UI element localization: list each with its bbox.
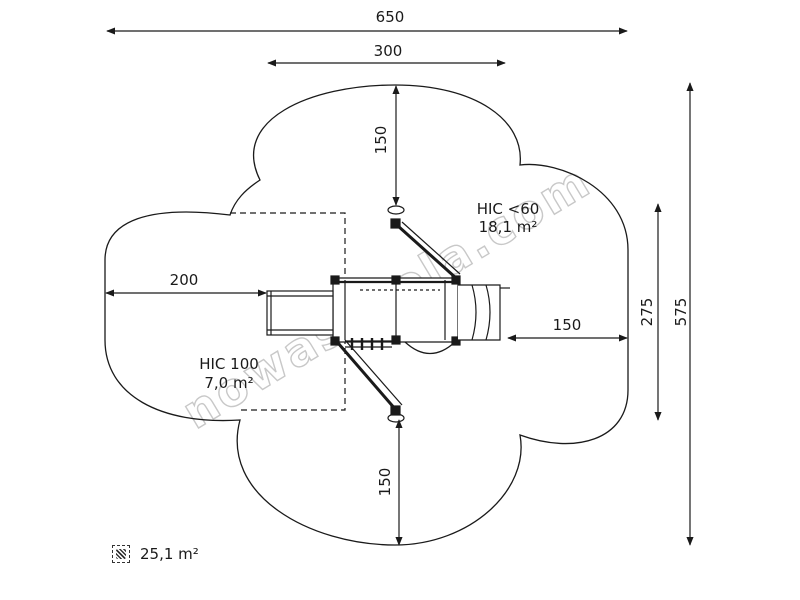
dim-label-total-height: 575 <box>672 298 690 327</box>
play-equipment <box>266 205 510 423</box>
upper-hatch <box>387 205 405 215</box>
zone-label-hic60: HIC <60 <box>477 200 540 218</box>
dim-label-total-width: 650 <box>376 8 405 26</box>
ladder <box>345 338 392 350</box>
area-legend: 25,1 m² <box>112 545 199 563</box>
post <box>451 336 461 346</box>
dim-label-equipment-width: 300 <box>374 42 403 60</box>
platform-arc <box>404 341 456 355</box>
tube-climber <box>458 284 510 341</box>
dim-label-inner-height: 275 <box>638 298 656 327</box>
dim-label-bottom-depth: 150 <box>376 468 394 497</box>
post <box>330 275 340 285</box>
slide <box>266 290 334 336</box>
post <box>391 275 401 285</box>
legend-total-area: 25,1 m² <box>140 545 199 563</box>
post <box>391 335 401 345</box>
zone-area-hic100: 7,0 m² <box>204 374 253 392</box>
dim-label-top-depth: 150 <box>372 126 390 155</box>
lower-post <box>390 405 401 416</box>
post <box>330 336 340 346</box>
upper-post <box>390 218 401 229</box>
dim-label-right-extension: 150 <box>553 316 582 334</box>
safety-surface-icon <box>112 545 130 563</box>
zone-area-hic60: 18,1 m² <box>479 218 538 236</box>
safety-zone-outline <box>104 84 629 546</box>
zone-label-hic100: HIC 100 <box>199 355 259 373</box>
dim-label-left-extension: 200 <box>170 271 199 289</box>
